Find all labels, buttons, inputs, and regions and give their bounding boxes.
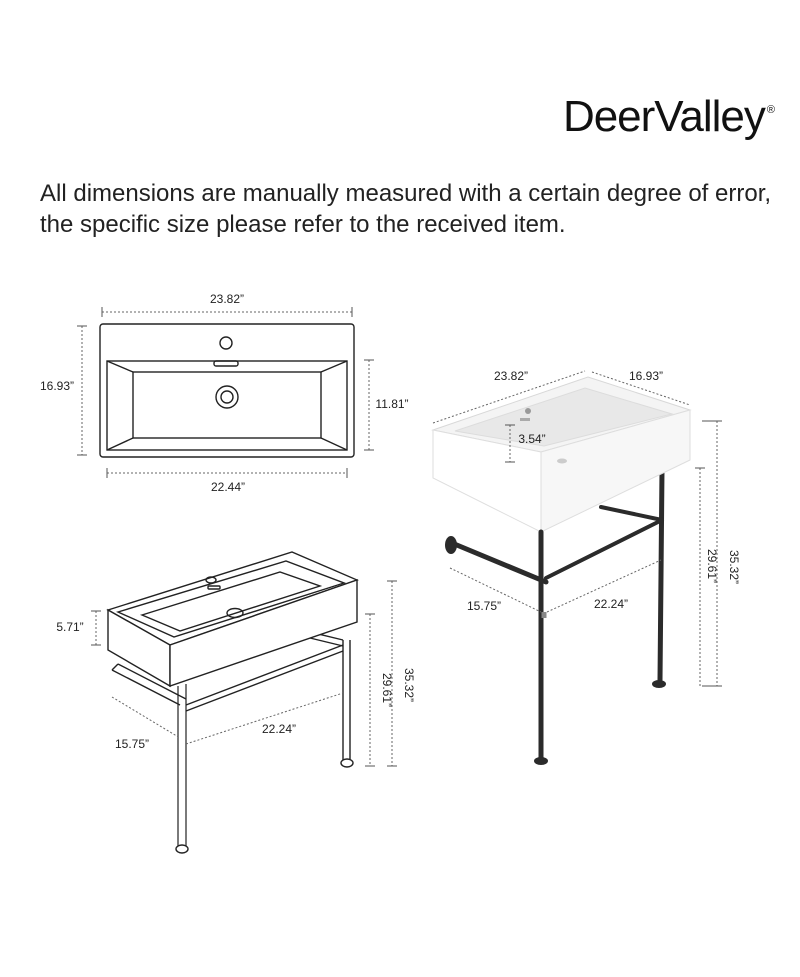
rear-cross-bar: [544, 518, 664, 580]
drain-inner: [220, 390, 234, 404]
top-inner-depth-label: 11.81”: [375, 397, 408, 411]
top-view-drawing: 23.82” 16.93” 11.81” 22.44”: [40, 292, 409, 494]
photo-faucet-height-label: 3.54”: [518, 432, 545, 446]
product-isometric-drawing: 23.82” 16.93” 3.54” 35.32” 29.61” 15.75”…: [431, 369, 741, 765]
disclaimer-line-1: All dimensions are manually measured wit…: [40, 180, 772, 207]
iso-bowl-depth-label: 5.71”: [56, 620, 83, 634]
photo-width-bottom-label: 22.24”: [594, 597, 628, 611]
towel-bar: [449, 540, 549, 585]
brand-logo: DeerValley ®: [562, 92, 775, 142]
registered-mark: ®: [766, 104, 775, 116]
line-isometric-drawing: 5.71” 35.32” 29.61” 15.75” 22.24”: [56, 551, 416, 854]
measurement-disclaimer: All dimensions are manually measured wit…: [40, 178, 780, 240]
top-width-label: 23.82”: [210, 292, 244, 306]
photo-width-label: 23.82”: [494, 369, 528, 383]
faucet-hole: [219, 336, 233, 350]
photo-bar-height-label: 29.61”: [705, 549, 719, 583]
brand-name: DeerValley: [562, 92, 766, 141]
top-view-basin-inner: [132, 371, 322, 439]
iso-total-height-label: 35.32”: [402, 668, 416, 702]
disclaimer-line-2: the specific size please refer to the re…: [40, 211, 566, 238]
drain-outer: [215, 385, 239, 409]
iso-width-label: 22.24”: [262, 722, 296, 736]
top-view-basin-outer: [106, 360, 348, 451]
photo-depth-label: 16.93”: [629, 369, 663, 383]
top-view-outline: [99, 323, 355, 458]
rear-leg: [657, 467, 665, 683]
overflow-slot: [213, 360, 239, 367]
iso-depth-label: 15.75”: [115, 737, 149, 751]
iso-bar-height-label: 29.61”: [380, 673, 394, 707]
top-depth-label: 16.93”: [40, 379, 74, 393]
photo-total-height-label: 35.32”: [727, 550, 741, 584]
top-inner-width-label: 22.44”: [211, 480, 245, 494]
photo-depth-bottom-label: 15.75”: [467, 599, 501, 613]
